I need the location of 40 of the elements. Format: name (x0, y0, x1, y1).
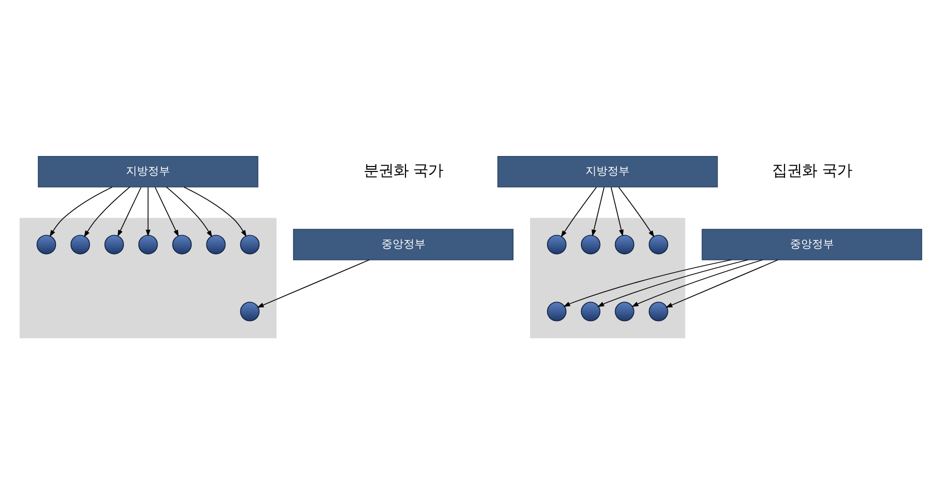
arrow (560, 186, 597, 238)
node-box: 중앙정부 (702, 228, 922, 260)
node-circle (104, 234, 124, 254)
arrow (563, 259, 732, 307)
label: 분권화 국가 (363, 161, 444, 180)
node-circle (580, 234, 600, 254)
node-circle (546, 234, 566, 254)
arrow (146, 186, 150, 236)
arrow (84, 186, 130, 238)
node-circle (648, 302, 668, 322)
node-box: 지방정부 (497, 156, 718, 188)
arrow (618, 186, 654, 238)
node-circle (240, 234, 260, 254)
arrow (154, 186, 179, 237)
node-circle (172, 234, 192, 254)
node-box: 중앙정부 (293, 228, 514, 260)
arrow (184, 186, 247, 237)
arrow (597, 259, 748, 307)
node-circle (70, 234, 90, 254)
node-circle (580, 302, 600, 322)
node-circle (614, 302, 634, 322)
node-circle (206, 234, 226, 254)
node-circle (36, 234, 56, 254)
node-circle (138, 234, 158, 254)
node-circle (240, 302, 260, 322)
node-circle (648, 234, 668, 254)
node-box: 지방정부 (38, 156, 258, 188)
label: 집권화 국가 (772, 161, 852, 180)
arrow (166, 186, 212, 238)
arrow (610, 186, 624, 236)
node-circle (614, 234, 634, 254)
arrow (666, 259, 778, 308)
arrow (592, 186, 605, 236)
node-circle (546, 302, 566, 322)
cluster (20, 218, 277, 338)
arrow (50, 186, 113, 237)
cluster (530, 218, 686, 338)
arrow (117, 186, 142, 237)
arrow (256, 259, 370, 308)
arrow (632, 259, 763, 307)
